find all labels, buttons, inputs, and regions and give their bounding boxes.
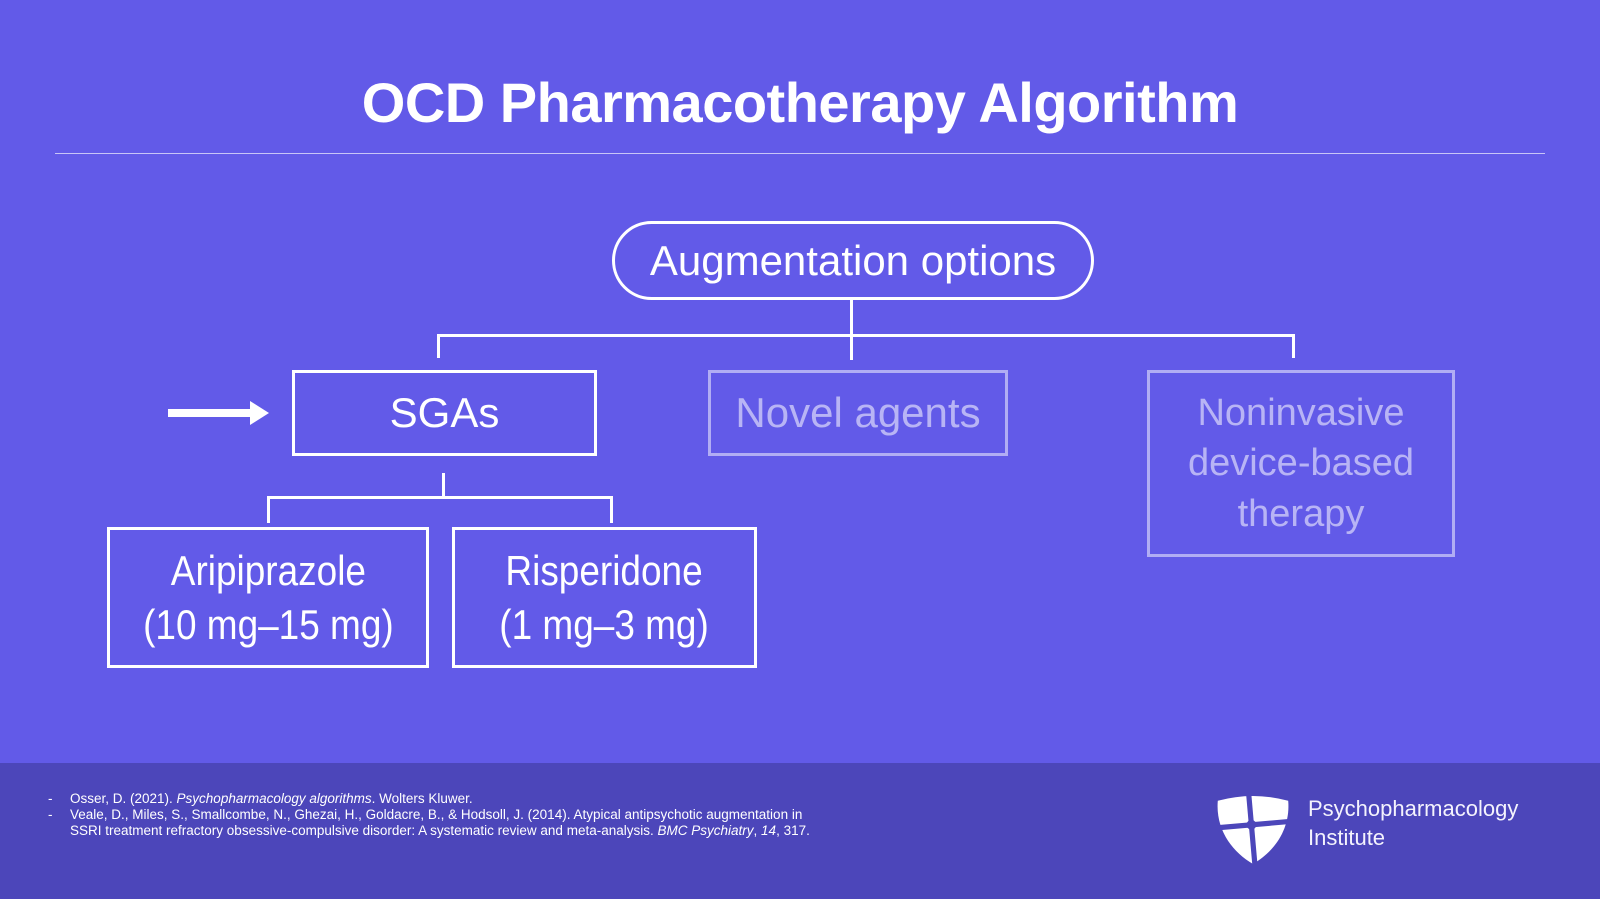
highlight-arrow-head-icon <box>250 401 269 425</box>
logo-text-line1: Psychopharmacology <box>1308 796 1519 821</box>
node-sgas-label: SGAs <box>389 389 500 436</box>
title-divider <box>55 153 1545 154</box>
node-novel-agents: Novel agents <box>708 370 1008 456</box>
node-augmentation-options-label: Augmentation options <box>649 236 1057 284</box>
reference-list: - Osser, D. (2021). Psychopharmacology al… <box>48 791 810 839</box>
connector-drop-noninvasive <box>1292 334 1295 358</box>
node-risperidone: Risperidone (1 mg–3 mg) <box>452 527 757 668</box>
node-noninvasive-therapy: Noninvasive device-based therapy <box>1147 370 1455 557</box>
connector-drop-aripiprazole <box>267 496 270 523</box>
connector-root-vertical <box>850 300 853 360</box>
reference-text: Veale, D., Miles, S., Smallcombe, N., Gh… <box>70 807 810 838</box>
connector-drop-risperidone <box>610 496 613 523</box>
logo-text: Psychopharmacology Institute <box>1308 794 1518 852</box>
reference-text: Osser, D. (2021). Psychopharmacology alg… <box>70 791 473 806</box>
node-sgas: SGAs <box>292 370 597 456</box>
connector-drug-horizontal <box>267 496 613 499</box>
highlight-arrow-icon <box>168 409 250 417</box>
node-aripiprazole: Aripiprazole (10 mg–15 mg) <box>107 527 429 668</box>
connector-drop-sgas <box>437 334 440 358</box>
footer-band <box>0 763 1600 899</box>
connector-sgas-vertical <box>442 473 445 497</box>
node-risperidone-label: Risperidone (1 mg–3 mg) <box>499 546 710 648</box>
reference-item: - Osser, D. (2021). Psychopharmacology al… <box>48 791 810 807</box>
connector-branch-horizontal <box>437 334 1295 337</box>
reference-item: - Veale, D., Miles, S., Smallcombe, N., G… <box>48 807 810 839</box>
node-novel-agents-label: Novel agents <box>735 389 981 436</box>
page-title: OCD Pharmacotherapy Algorithm <box>361 71 1239 134</box>
node-noninvasive-therapy-label: Noninvasive device-based therapy <box>1187 392 1415 535</box>
node-augmentation-options: Augmentation options <box>612 221 1094 300</box>
reference-marker: - <box>48 791 53 806</box>
logo-text-line2: Institute <box>1308 825 1386 850</box>
node-aripiprazole-label: Aripiprazole (10 mg–15 mg) <box>142 546 394 648</box>
reference-marker: - <box>48 807 53 822</box>
shield-logo-icon <box>1214 791 1292 866</box>
